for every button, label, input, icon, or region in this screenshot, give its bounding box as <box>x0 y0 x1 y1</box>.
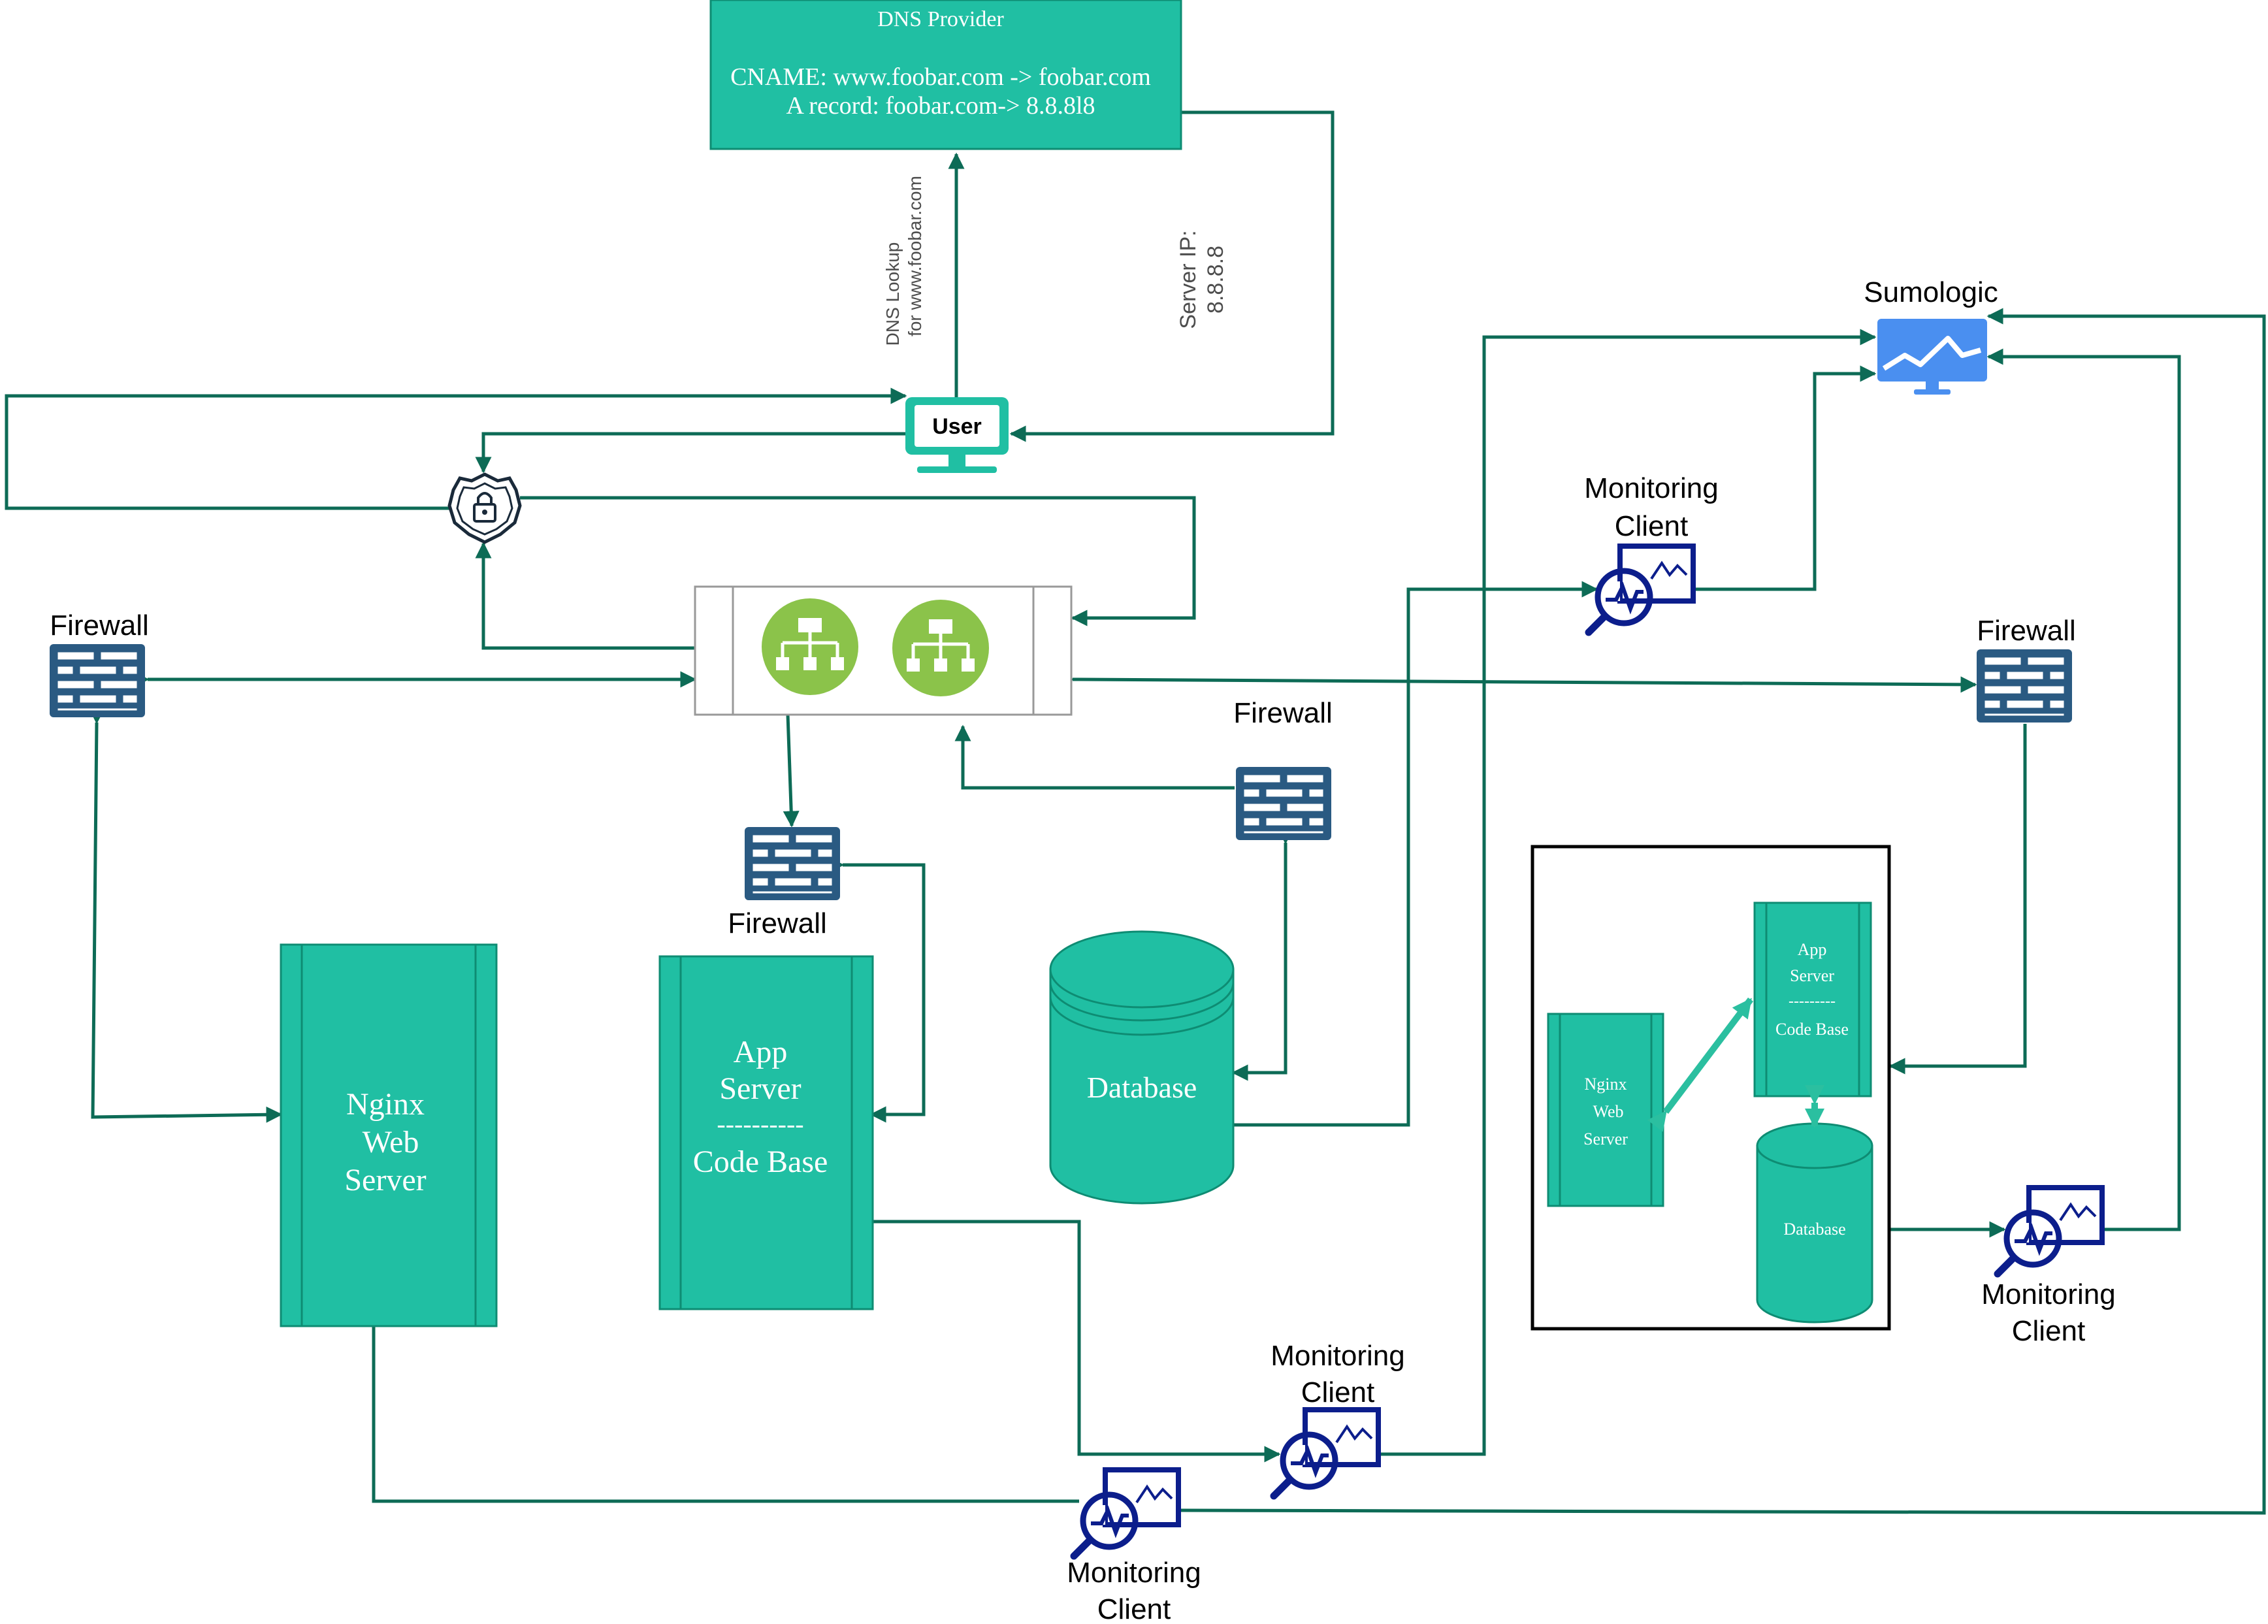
load-balancer-node <box>694 585 1073 716</box>
svg-text:Server: Server <box>1583 1129 1628 1148</box>
app-server-node: App Server ---------- Code Base <box>658 955 874 1310</box>
nginx-web-server-node: Nginx Web Server <box>280 943 498 1327</box>
load-balancer-icon <box>892 600 989 696</box>
firewall-right-label: Firewall <box>1977 615 2076 647</box>
server-cluster: Nginx Web Server App Server --------- Co… <box>1531 845 1891 1331</box>
edge-user-to-lock <box>475 432 905 474</box>
edge-monitor-to-sumologic-c <box>1180 308 2266 1515</box>
edge-db-firewall-lb <box>954 724 1235 790</box>
svg-text:DNS Lookup: DNS Lookup <box>883 242 903 346</box>
svg-text:---------: --------- <box>1789 993 1836 1010</box>
edge-lock-to-lb <box>520 496 1196 626</box>
svg-text:Client: Client <box>1097 1593 1171 1624</box>
monitoring-client-bottom: Monitoring Client <box>1067 1470 1201 1624</box>
edge-db-to-monitor <box>1233 581 1598 1127</box>
svg-text:Nginx: Nginx <box>346 1087 425 1122</box>
firewall-app: Firewall <box>728 827 840 939</box>
edge-nginx-to-monitor <box>372 1326 1079 1503</box>
edge-app-to-monitor <box>871 1220 1281 1463</box>
edge-monitor-to-sumologic-a <box>1692 365 1877 591</box>
edge-lb-app-firewall <box>779 700 800 828</box>
database-label: Database <box>1087 1071 1197 1104</box>
svg-text:Client: Client <box>1301 1376 1375 1408</box>
dns-provider-a-record: A record: foobar.com-> 8.8.8l8 <box>786 92 1095 120</box>
edge-right-firewall-cluster <box>1888 724 2027 1075</box>
monitoring-client-bottom-mid: Monitoring Client <box>1271 1340 1405 1496</box>
firewall-right: Firewall <box>1977 615 2076 723</box>
svg-text:Monitoring: Monitoring <box>1271 1340 1404 1372</box>
svg-text:Monitoring: Monitoring <box>1584 472 1718 504</box>
dns-provider-node: DNS Provider CNAME: www.foobar.com -> fo… <box>709 0 1182 150</box>
server-ip-label: Server IP: 8.8.8.8 <box>1176 230 1228 329</box>
cluster-app-server-node: App Server --------- Code Base <box>1753 901 1872 1097</box>
monitoring-icon <box>1274 1410 1378 1496</box>
sumologic-label: Sumologic <box>1864 276 1998 308</box>
svg-text:Server: Server <box>1790 966 1834 985</box>
dns-provider-title: DNS Provider <box>877 7 1004 31</box>
svg-text:Code Base: Code Base <box>1775 1020 1849 1039</box>
monitoring-icon <box>1998 1188 2102 1274</box>
cluster-nginx-node: Nginx Web Server <box>1547 1013 1664 1207</box>
svg-text:Client: Client <box>2012 1315 2086 1347</box>
edge-db-firewall-db <box>1231 828 1294 1081</box>
firewall-icon <box>745 827 840 900</box>
ssl-lock-icon <box>447 472 522 544</box>
svg-text:Monitoring: Monitoring <box>1981 1278 2115 1310</box>
svg-text:Server: Server <box>719 1071 801 1106</box>
firewall-icon <box>1977 649 2072 723</box>
edge-cluster-nginx-app <box>1647 997 1753 1132</box>
edge-lb-to-lock <box>475 542 695 650</box>
dns-lookup-label: DNS Lookup for www.foobar.com <box>883 176 925 346</box>
edge-monitor-to-sumologic-d <box>1986 348 2181 1231</box>
svg-text:Server: Server <box>344 1163 426 1197</box>
edge-lock-to-user-loop <box>5 387 907 510</box>
monitoring-client-center: Monitoring Client <box>1584 472 1719 632</box>
firewall-app-label: Firewall <box>728 907 827 939</box>
cluster-database-node: Database <box>1756 1122 1873 1324</box>
monitoring-client-right: Monitoring Client <box>1981 1188 2116 1347</box>
firewall-database-label: Firewall <box>1233 697 1333 729</box>
sumologic-node: Sumologic <box>1864 276 1998 395</box>
svg-text:Client: Client <box>1615 510 1689 542</box>
firewall-icon <box>1236 767 1331 840</box>
svg-text:Web: Web <box>1593 1102 1624 1121</box>
monitoring-icon <box>1074 1470 1178 1556</box>
edge-left-firewall-nginx <box>88 707 283 1123</box>
svg-text:Nginx: Nginx <box>1585 1075 1627 1094</box>
sumologic-monitor-icon <box>1877 319 1987 395</box>
database-node: Database <box>1049 930 1235 1205</box>
svg-text:App: App <box>734 1035 788 1069</box>
svg-text:Monitoring: Monitoring <box>1067 1557 1201 1589</box>
firewall-database: Firewall <box>1233 697 1333 840</box>
dns-provider-cname: CNAME: www.foobar.com -> foobar.com <box>730 63 1151 91</box>
svg-text:Server IP:: Server IP: <box>1176 230 1201 329</box>
svg-text:Web: Web <box>363 1125 419 1160</box>
cluster-database-label: Database <box>1783 1220 1845 1239</box>
svg-text:----------: ---------- <box>717 1109 803 1139</box>
firewall-icon <box>50 644 145 717</box>
svg-text:8.8.8.8: 8.8.8.8 <box>1203 246 1228 314</box>
edge-monitor-to-sumologic-b <box>1378 329 1877 1456</box>
firewall-left: Firewall <box>50 609 149 717</box>
monitor-icon <box>905 397 1009 473</box>
load-balancer-icon <box>762 598 858 695</box>
edge-dns-to-user <box>1009 110 1335 442</box>
svg-text:App: App <box>1798 940 1827 959</box>
edges <box>5 110 2266 1515</box>
edge-right-firewall-lb <box>1058 671 1977 693</box>
svg-text:for www.foobar.com: for www.foobar.com <box>905 176 925 336</box>
user-node: User <box>905 397 1009 473</box>
svg-text:Code Base: Code Base <box>693 1145 828 1179</box>
monitoring-icon <box>1589 546 1693 632</box>
firewall-left-label: Firewall <box>50 609 149 641</box>
edge-app-firewall-app <box>828 856 926 1123</box>
user-label: User <box>932 414 982 439</box>
